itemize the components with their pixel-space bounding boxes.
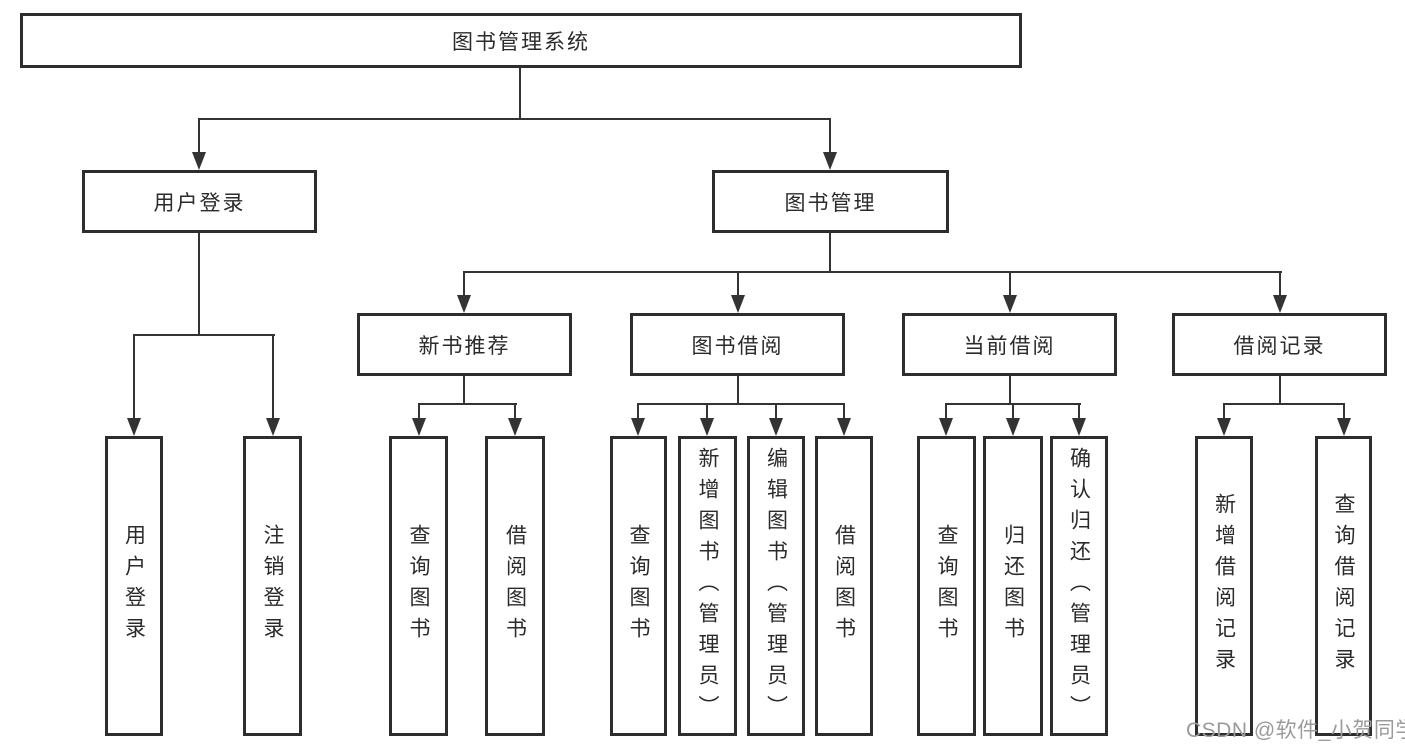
node-label: 新书推荐 (418, 334, 511, 358)
connector-vline (1009, 271, 1011, 296)
connector-vline (706, 403, 708, 419)
arrow-down-icon (731, 295, 745, 313)
leaf-label: 借阅图书 (832, 524, 856, 648)
leaf-label: 借阅图书 (503, 524, 527, 648)
leaf-borrow-books: 借阅图书 (815, 436, 873, 736)
leaf-add-book-admin: 新增图书（管理员） (678, 436, 737, 736)
arrow-down-icon (837, 418, 851, 436)
connector-vline (1279, 271, 1281, 296)
node-borrowing-records: 借阅记录 (1172, 313, 1387, 376)
csdn-watermark: CSDN @软件_小贺同学 (1186, 719, 1405, 742)
arrow-down-icon (939, 418, 953, 436)
connector-vline (514, 403, 516, 419)
leaf-query-borrow-record: 查询借阅记录 (1315, 436, 1372, 736)
node-user-login: 用户登录 (82, 170, 317, 233)
leaf-label: 查询借阅记录 (1332, 493, 1355, 679)
node-label: 借阅记录 (1233, 334, 1326, 358)
connector-vline (519, 68, 521, 120)
node-label: 图书管理系统 (452, 30, 590, 54)
connector-vline (775, 403, 777, 419)
connector-vline (1012, 403, 1014, 419)
connector-vline (829, 118, 831, 154)
connector-vline (1223, 403, 1225, 419)
arrow-down-icon (1337, 418, 1351, 436)
leaf-query-books-borrow: 查询图书 (610, 436, 667, 736)
node-label: 图书借阅 (691, 334, 784, 358)
leaf-label: 新增借阅记录 (1212, 493, 1236, 679)
connector-vline (737, 271, 739, 296)
leaf-add-borrow-record: 新增借阅记录 (1195, 436, 1253, 736)
node-library-management-system: 图书管理系统 (20, 13, 1022, 68)
arrow-down-icon (823, 152, 837, 170)
arrow-down-icon (1072, 418, 1086, 436)
leaf-label: 查询图书 (407, 524, 430, 648)
connector-vline (1279, 376, 1281, 405)
leaf-query-books-recommend: 查询图书 (389, 436, 448, 736)
arrow-down-icon (1003, 295, 1017, 313)
connector-vline (133, 334, 135, 419)
arrow-down-icon (127, 418, 141, 436)
connector-vline (198, 118, 200, 154)
leaf-confirm-return-admin: 确认归还（管理员） (1050, 436, 1108, 736)
leaf-label: 确认归还（管理员） (1067, 446, 1091, 726)
node-book-management: 图书管理 (712, 170, 949, 233)
connector-vline (1343, 403, 1345, 419)
leaf-label: 用户登录 (122, 524, 146, 648)
arrow-down-icon (457, 295, 471, 313)
connector-hline (133, 334, 275, 336)
connector-hline (637, 403, 845, 405)
connector-vline (463, 376, 465, 405)
leaf-label: 查询图书 (935, 524, 958, 648)
arrow-down-icon (508, 418, 522, 436)
leaf-label: 新增图书（管理员） (696, 446, 719, 726)
arrow-down-icon (192, 152, 206, 170)
connector-vline (418, 403, 420, 419)
connector-vline (1078, 403, 1080, 419)
leaf-label: 归还图书 (1001, 524, 1025, 648)
leaf-return-book: 归还图书 (983, 436, 1043, 736)
arrow-down-icon (700, 418, 714, 436)
arrow-down-icon (1217, 418, 1231, 436)
connector-vline (198, 233, 200, 336)
connector-vline (272, 334, 274, 419)
arrow-down-icon (412, 418, 426, 436)
connector-hline (1223, 403, 1345, 405)
connector-vline (945, 403, 947, 419)
arrow-down-icon (1006, 418, 1020, 436)
arrow-down-icon (266, 418, 280, 436)
connector-vline (637, 403, 639, 419)
connector-hline (463, 271, 1282, 273)
node-new-book-recommendation: 新书推荐 (357, 313, 572, 376)
node-label: 用户登录 (153, 191, 246, 215)
leaf-edit-book-admin: 编辑图书（管理员） (747, 436, 805, 736)
leaf-query-books-current: 查询图书 (917, 436, 976, 736)
arrow-down-icon (631, 418, 645, 436)
connector-vline (463, 271, 465, 296)
leaf-label: 编辑图书（管理员） (764, 446, 788, 726)
leaf-user-login: 用户登录 (105, 436, 163, 736)
connector-vline (1009, 376, 1011, 405)
leaf-logout: 注销登录 (243, 436, 302, 736)
leaf-label: 注销登录 (261, 524, 284, 648)
arrow-down-icon (1273, 295, 1287, 313)
node-label: 当前借阅 (963, 334, 1056, 358)
connector-hline (198, 118, 831, 120)
connector-vline (829, 233, 831, 273)
connector-vline (737, 376, 739, 405)
node-label: 图书管理 (784, 191, 877, 215)
arrow-down-icon (769, 418, 783, 436)
node-current-borrowing: 当前借阅 (902, 313, 1117, 376)
leaf-borrow-books-recommend: 借阅图书 (485, 436, 545, 736)
leaf-label: 查询图书 (627, 524, 650, 648)
node-book-borrowing: 图书借阅 (630, 313, 845, 376)
connector-hline (418, 403, 517, 405)
connector-vline (843, 403, 845, 419)
